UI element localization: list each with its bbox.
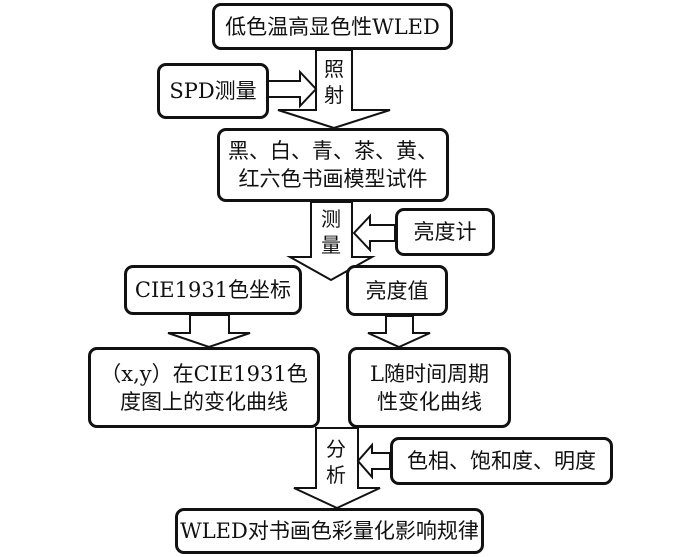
attrs-to-analyze-arrow [356,442,391,480]
label-analyze: 分 析 [326,437,346,487]
node-lum-value: 亮度值 [346,265,448,316]
lum-down-arrow [367,315,431,349]
analyze-arrow [293,427,381,510]
cie-down-arrow [167,314,251,349]
node-attrs: 色相、饱和度、明度 [390,437,613,485]
spd-to-illuminate-arrow [267,69,318,109]
node-spd: SPD测量 [157,63,269,119]
node-result: WLED对书画色彩量化影响规律 [175,508,484,554]
node-samples: 黑、白、青、茶、黄、 红六色书画模型试件 [217,128,449,202]
node-l-curve: L随时间周期 性变化曲线 [348,347,511,428]
node-xy-curve: （x,y）在CIE1931色 度图上的变化曲线 [88,347,320,428]
illuminate-arrow [277,49,391,130]
meter-to-measure-arrow [352,213,396,253]
node-source: 低色温高显色性WLED [212,3,453,50]
node-meter: 亮度计 [395,208,495,256]
label-illuminate: 照 射 [324,57,344,107]
label-measure: 测 量 [321,207,341,257]
node-cie: CIE1931色坐标 [124,265,302,315]
